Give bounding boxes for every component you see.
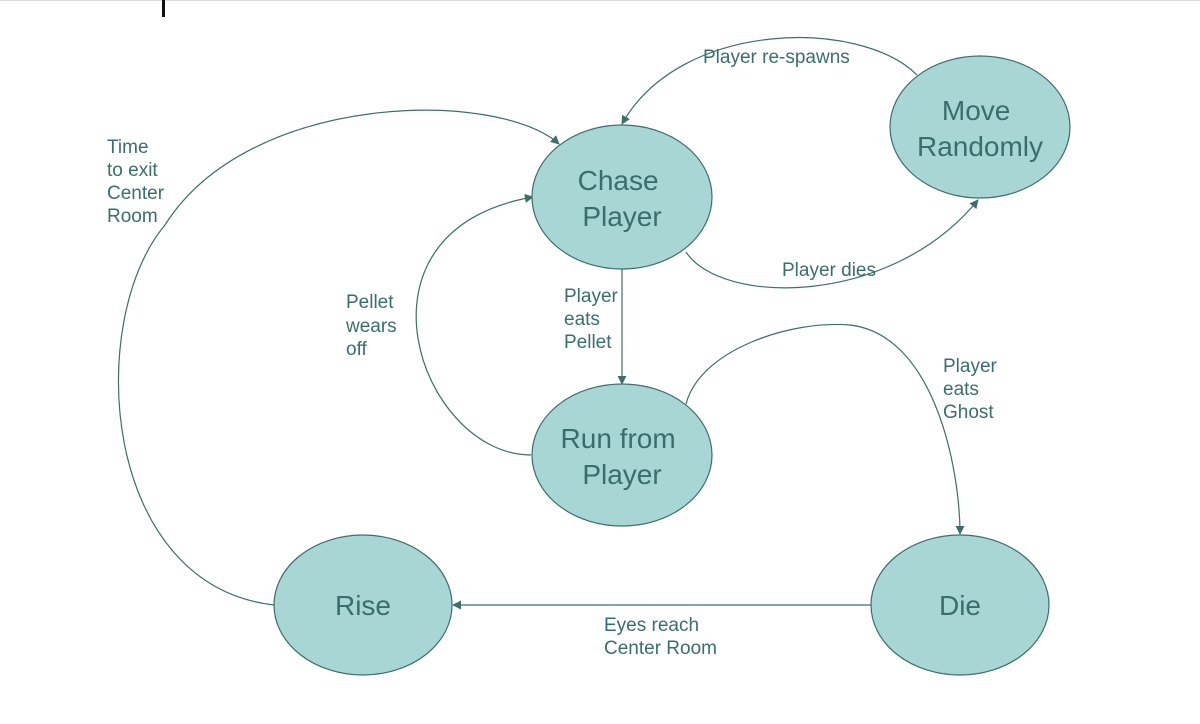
state-rise[interactable]: Rise <box>273 534 453 676</box>
label-eats-ghost-line-1: Player <box>943 356 998 377</box>
state-run-from-player-label: Run from Player <box>561 423 684 490</box>
state-run-from-player[interactable]: Run from Player <box>531 383 713 527</box>
state-move-randomly-label: Move Randomly <box>917 95 1043 162</box>
label-player-respawns: Player re-spawns <box>703 47 850 68</box>
label-time-exit-line-4: Room <box>107 206 158 227</box>
label-player-dies: Player dies <box>782 260 876 281</box>
label-eats-ghost-line-3: Ghost <box>943 402 994 423</box>
label-wears-off-line-1: Pellet <box>346 292 394 313</box>
state-rise-line-1: Rise <box>335 590 391 621</box>
label-player-dies-line-1: Player dies <box>782 260 876 281</box>
label-player-eats-pellet: Player eats Pellet <box>564 286 623 353</box>
state-die-line-1: Die <box>939 590 981 621</box>
label-wears-off-line-2: wears <box>345 316 397 337</box>
label-eats-ghost-line-2: eats <box>943 379 979 400</box>
edge-move-to-chase <box>621 37 918 125</box>
label-wears-off-line-3: off <box>346 339 368 360</box>
state-rise-shape <box>273 534 453 676</box>
state-run-line-1: Run from <box>561 423 676 454</box>
state-chase-line-1: Chase <box>578 165 659 196</box>
label-eats-pellet-line-1: Player <box>564 286 619 307</box>
state-run-from-player-shape <box>531 383 713 527</box>
state-move-line-2: Randomly <box>917 131 1043 162</box>
label-time-exit-line-3: Center <box>107 183 165 204</box>
label-time-exit-line-1: Time <box>107 137 149 158</box>
state-rise-label: Rise <box>335 590 391 621</box>
state-run-line-2: Player <box>582 459 661 490</box>
edge-chase-to-move <box>685 199 979 289</box>
state-die-label: Die <box>939 590 981 621</box>
edge-rise-to-chase <box>117 109 560 606</box>
label-pellet-wears-off: Pellet wears off <box>345 292 402 360</box>
state-chase-player[interactable]: Chase Player <box>531 124 713 270</box>
text-cursor-icon <box>162 0 165 17</box>
edge-run-to-die <box>685 323 965 535</box>
label-eyes-reach-line-2: Center Room <box>604 638 717 659</box>
state-chase-player-shape <box>531 124 713 270</box>
state-move-randomly-shape <box>889 55 1071 199</box>
state-die[interactable]: Die <box>870 534 1050 676</box>
state-chase-player-label: Chase Player <box>578 165 667 232</box>
label-respawn-line-1: Player re-spawns <box>703 47 850 68</box>
label-time-to-exit-center-room: Time to exit Center Room <box>107 137 169 227</box>
label-player-eats-ghost: Player eats Ghost <box>943 356 1002 423</box>
label-eyes-reach-center-room: Eyes reach Center Room <box>604 615 717 659</box>
state-move-randomly[interactable]: Move Randomly <box>889 55 1071 199</box>
top-border-line <box>0 0 1200 1</box>
state-die-shape <box>870 534 1050 676</box>
state-move-line-1: Move <box>942 95 1010 126</box>
state-chase-line-2: Player <box>582 201 661 232</box>
edge-run-to-chase <box>415 193 534 456</box>
label-eats-pellet-line-2: eats <box>564 309 600 330</box>
label-time-exit-line-2: to exit <box>107 160 158 181</box>
label-eyes-reach-line-1: Eyes reach <box>604 615 699 636</box>
label-eats-pellet-line-3: Pellet <box>564 332 612 353</box>
